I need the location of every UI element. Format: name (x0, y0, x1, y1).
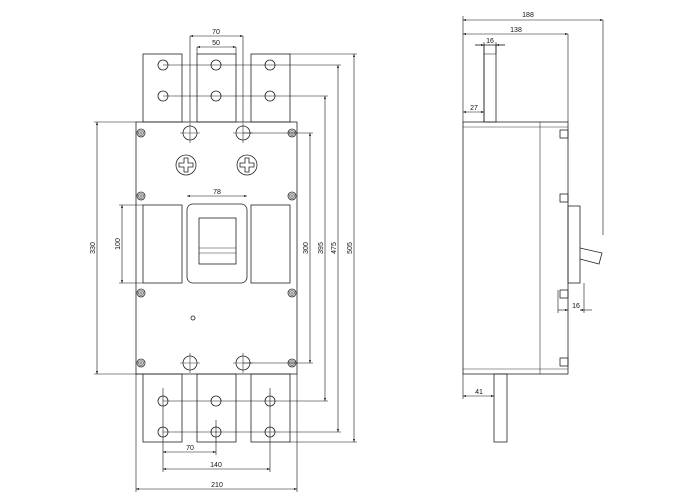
handle-window (186, 203, 248, 284)
handle-base-side (567, 205, 581, 284)
dim-395: 395 (318, 242, 325, 254)
top-terminal-side (483, 44, 497, 123)
side-view: 188 138 16 27 16 41 (462, 12, 604, 443)
dim-70-bottom: 70 (186, 445, 194, 452)
dim-300: 300 (303, 242, 310, 254)
handle (198, 217, 237, 265)
handle-lever-side (579, 247, 603, 265)
dim-210: 210 (211, 482, 223, 489)
side-panel-left (142, 204, 183, 284)
front-view: 70 50 78 330 100 300 395 475 505 70 140 … (90, 29, 357, 492)
dim-78: 78 (213, 189, 221, 196)
dim-16-top: 16 (486, 38, 494, 45)
dim-27: 27 (470, 105, 478, 112)
dim-330: 330 (90, 242, 97, 254)
breaker-body (135, 121, 298, 375)
dim-505: 505 (347, 242, 354, 254)
dim-100: 100 (115, 238, 122, 250)
dim-138: 138 (510, 27, 522, 34)
side-clips (559, 129, 569, 367)
dim-70-top: 70 (212, 29, 220, 36)
dim-140: 140 (210, 462, 222, 469)
dim-16-handle: 16 (572, 303, 580, 310)
top-terminals (142, 53, 291, 123)
bottom-terminal-side (493, 373, 508, 443)
dim-188: 188 (522, 12, 534, 19)
dim-50: 50 (212, 40, 220, 47)
adjust-knobs (175, 154, 258, 176)
dim-41: 41 (475, 389, 483, 396)
side-panel-right (250, 204, 291, 284)
side-body (462, 121, 569, 375)
dim-475: 475 (331, 242, 338, 254)
